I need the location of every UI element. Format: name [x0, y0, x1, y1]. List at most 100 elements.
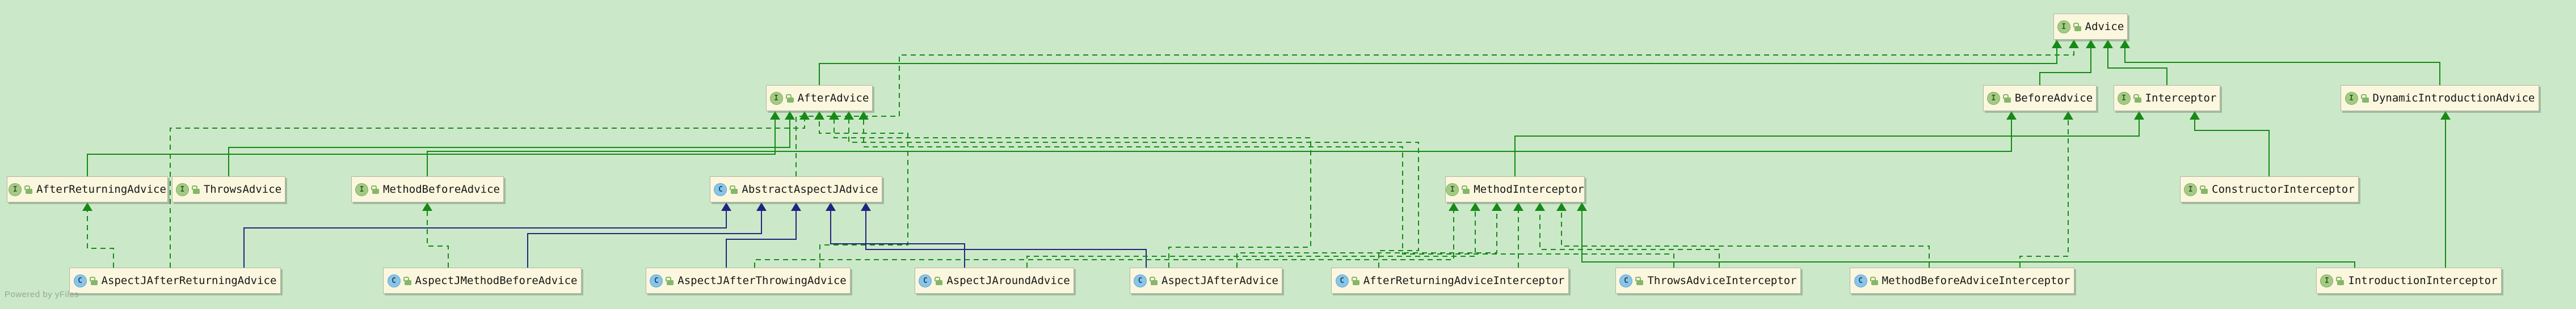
node-label: AbstractAspectJAdvice: [742, 183, 878, 196]
arrowhead-method-before-advice-interceptor-to-method-interceptor: [1556, 202, 1567, 211]
arrowhead-aspectj-after-throwing-advice-to-abstract-aspectj-advice: [791, 202, 801, 211]
class-icon: C: [73, 274, 87, 287]
lock-icon: [1635, 277, 1644, 285]
node-abstract-aspectj-advice[interactable]: C AbstractAspectJAdvice: [710, 176, 882, 202]
lock-icon: [2002, 94, 2011, 103]
node-label: AfterAdvice: [797, 92, 869, 104]
edge-introduction-interceptor-to-method-interceptor: [1581, 210, 2355, 268]
edge-throws-advice-interceptor-to-after-advice: [863, 118, 1674, 268]
node-label: ConstructorInterceptor: [2212, 183, 2355, 196]
interface-icon: I: [2117, 91, 2131, 105]
edge-before-advice-to-advice: [2039, 47, 2091, 85]
edge-after-advice-to-advice: [819, 47, 2057, 85]
arrowhead-aspectj-method-before-advice-to-method-before-advice: [422, 202, 432, 211]
edge-aspectj-around-advice-to-abstract-aspectj-advice: [830, 210, 965, 268]
edge-throws-advice-interceptor-to-method-interceptor: [1539, 210, 1720, 268]
edge-method-before-advice-interceptor-to-before-advice: [2019, 118, 2069, 268]
node-throws-advice[interactable]: I ThrowsAdvice: [172, 176, 285, 202]
class-icon: C: [387, 274, 401, 287]
arrowhead-aspectj-method-before-advice-to-abstract-aspectj-advice: [756, 202, 767, 211]
lock-icon: [1870, 277, 1878, 285]
node-label: AfterReturningAdviceInterceptor: [1363, 274, 1565, 287]
edge-aspectj-after-throwing-advice-to-abstract-aspectj-advice: [726, 210, 797, 268]
node-label: AspectJAfterThrowingAdvice: [677, 274, 847, 287]
arrowhead-aspectj-around-advice-to-method-interceptor: [1470, 202, 1480, 211]
arrowhead-introduction-interceptor-to-method-interceptor: [1577, 202, 1587, 211]
arrowhead-after-returning-advice-interceptor-to-method-interceptor: [1513, 202, 1523, 211]
node-label: DynamicIntroductionAdvice: [2372, 92, 2535, 104]
edge-method-before-advice-interceptor-to-method-interceptor: [1561, 210, 1930, 268]
arrowhead-interceptor-to-advice: [2103, 40, 2113, 48]
node-label: ThrowsAdvice: [203, 183, 282, 196]
class-icon: C: [919, 274, 932, 287]
edge-aspectj-after-throwing-advice-to-method-interceptor: [754, 210, 1454, 268]
arrowhead-after-advice-to-advice: [2052, 40, 2062, 48]
lock-icon: [2200, 185, 2208, 194]
edge-dynamic-introduction-advice-to-advice: [2124, 47, 2440, 85]
interface-icon: I: [2320, 274, 2334, 287]
node-label: AspectJAfterReturningAdvice: [101, 274, 277, 287]
edge-aspectj-after-returning-advice-to-abstract-aspectj-advice: [243, 210, 727, 268]
lock-icon: [191, 185, 200, 194]
lock-icon: [2360, 94, 2369, 103]
node-label: AspectJAroundAdvice: [946, 274, 1070, 287]
node-aspectj-around-advice[interactable]: C AspectJAroundAdvice: [915, 268, 1074, 294]
lock-icon: [89, 277, 98, 285]
node-constructor-interceptor[interactable]: I ConstructorInterceptor: [2180, 176, 2359, 202]
node-label: BeforeAdvice: [2014, 92, 2093, 104]
interface-icon: I: [2345, 91, 2358, 105]
node-label: AspectJMethodBeforeAdvice: [415, 274, 578, 287]
arrowhead-introduction-interceptor-to-dynamic-introduction-advice: [2440, 111, 2451, 120]
arrowhead-aspectj-after-returning-advice-to-after-advice: [799, 111, 810, 120]
node-method-before-advice-interceptor[interactable]: C MethodBeforeAdviceInterceptor: [1850, 268, 2074, 294]
interface-icon: I: [2057, 20, 2070, 33]
edge-after-returning-advice-interceptor-to-after-advice: [848, 118, 1419, 268]
yfiles-watermark: Powered by yFiles: [5, 290, 79, 299]
interface-icon: I: [175, 183, 189, 196]
node-dynamic-introduction-advice[interactable]: I DynamicIntroductionAdvice: [2341, 85, 2539, 111]
edge-aspectj-after-throwing-advice-to-after-advice: [819, 118, 908, 268]
lock-icon: [2336, 277, 2345, 285]
edge-aspectj-method-before-advice-to-method-before-advice: [427, 210, 449, 268]
node-label: ThrowsAdviceInterceptor: [1647, 274, 1797, 287]
arrowhead-aspectj-after-returning-advice-to-after-returning-advice: [82, 202, 92, 211]
arrowhead-throws-advice-to-after-advice: [785, 111, 795, 120]
node-aspectj-after-returning-advice[interactable]: C AspectJAfterReturningAdvice: [69, 268, 281, 294]
arrowhead-throws-advice-interceptor-to-method-interceptor: [1535, 202, 1545, 211]
arrowhead-dynamic-introduction-advice-to-advice: [2120, 40, 2130, 48]
lock-icon: [371, 185, 380, 194]
lock-icon: [730, 185, 738, 194]
lock-icon: [1150, 277, 1158, 285]
edge-throws-advice-to-after-advice: [228, 118, 790, 176]
lock-icon: [666, 277, 674, 285]
node-label: MethodBeforeAdviceInterceptor: [1882, 274, 2070, 287]
edge-interceptor-to-advice: [2107, 47, 2167, 85]
edge-aspectj-after-advice-to-method-interceptor: [1236, 210, 1497, 268]
edge-aspectj-method-before-advice-to-abstract-aspectj-advice: [527, 210, 762, 268]
edge-after-returning-advice-to-after-advice: [87, 118, 776, 176]
edge-constructor-interceptor-to-interceptor: [2194, 118, 2270, 176]
edge-method-interceptor-to-interceptor: [1514, 118, 2140, 176]
class-icon: C: [1854, 274, 1867, 287]
class-icon: C: [714, 183, 727, 196]
node-aspectj-method-before-advice[interactable]: C AspectJMethodBeforeAdvice: [383, 268, 582, 294]
arrowhead-abstract-aspectj-advice-to-advice: [2069, 40, 2079, 48]
arrowhead-method-before-advice-interceptor-to-before-advice: [2063, 111, 2073, 120]
arrowhead-aspectj-after-throwing-advice-to-method-interceptor: [1449, 202, 1459, 211]
node-label: AspectJAfterAdvice: [1161, 274, 1278, 287]
interface-icon: I: [2184, 183, 2198, 196]
